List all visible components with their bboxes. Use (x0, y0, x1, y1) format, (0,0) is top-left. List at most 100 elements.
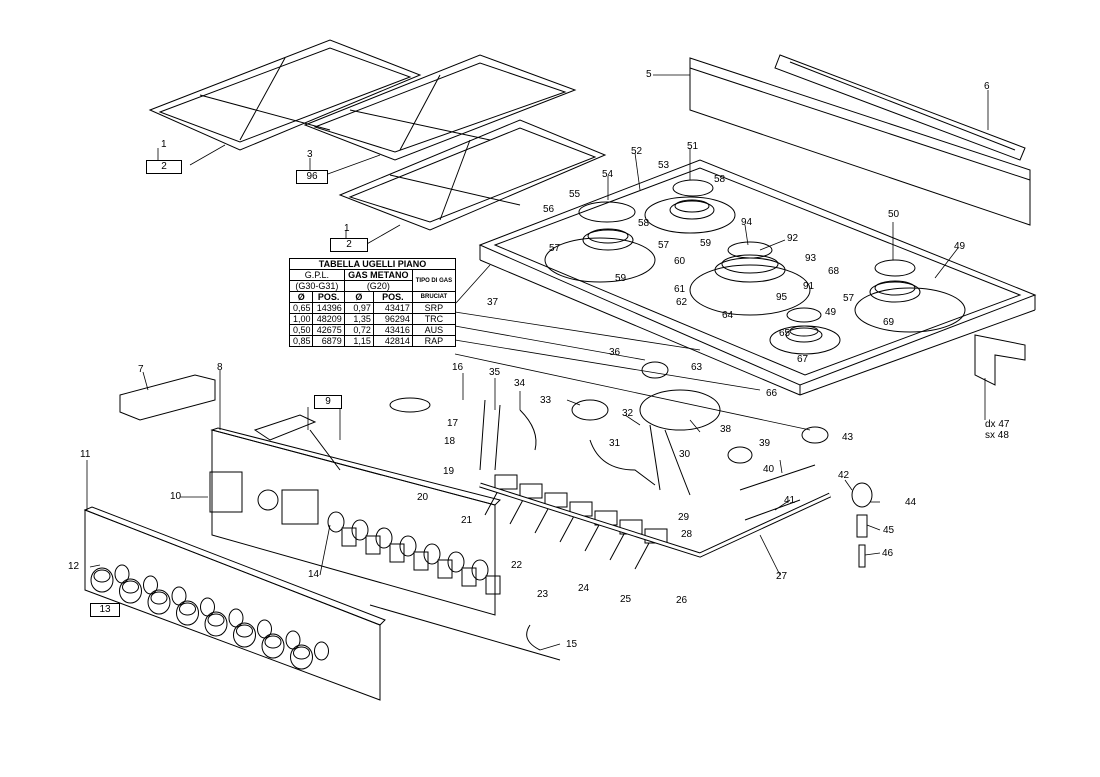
part-label: 24 (578, 583, 590, 594)
part-label: 61 (674, 284, 686, 295)
part-label: 35 (489, 367, 501, 378)
cell: 96294 (372, 313, 413, 325)
part-label: 45 (883, 525, 895, 536)
part-label: 52 (631, 146, 643, 157)
tipo-header: TIPO DI GAS (411, 269, 457, 292)
control-panel (209, 427, 501, 616)
rear-panel (689, 57, 1031, 226)
knob-bezel (314, 641, 329, 661)
part-label: 66 (766, 388, 778, 399)
cell: AUS (411, 324, 457, 336)
cell: 0,50 (288, 324, 314, 336)
pan-support-right (338, 119, 607, 231)
part-label-sx: sx 48 (985, 430, 1009, 441)
cell: 6879 (312, 335, 345, 347)
part-label: 41 (784, 495, 796, 506)
valve-stem (609, 533, 625, 561)
part-label: 54 (602, 169, 614, 180)
valve-stem (484, 488, 500, 516)
gas-valve (519, 483, 543, 499)
knob (290, 644, 313, 670)
part-label: 42 (838, 470, 850, 481)
knob-bezel (257, 619, 272, 639)
part-label: 6 (984, 81, 990, 92)
part-label: 92 (787, 233, 799, 244)
knob-cap (293, 646, 310, 660)
cell: 42675 (312, 324, 345, 336)
part-label: 15 (566, 639, 578, 650)
part-label: 31 (609, 438, 621, 449)
part-label: 34 (514, 378, 526, 389)
part-label: 28 (681, 529, 693, 540)
bruciat-header: BRUCIAT (411, 291, 457, 303)
valve-stem (584, 524, 600, 552)
col-pos: POS. (312, 291, 345, 303)
part-label: 46 (882, 548, 894, 559)
knob-bezel (143, 575, 158, 595)
part-label: 67 (797, 354, 809, 365)
part-label: 30 (679, 449, 691, 460)
part-label: 17 (447, 418, 459, 429)
knob-bezel (200, 597, 215, 617)
part-label: 62 (676, 297, 688, 308)
knob (233, 622, 256, 648)
part-label: 3 (307, 149, 313, 160)
side-bracket (974, 334, 1026, 386)
cell: 42814 (372, 335, 413, 347)
part-label: 94 (741, 217, 753, 228)
nozzle-table: TABELLA UGELLI PIANO G.P.L. GAS METANO T… (288, 258, 457, 347)
knob-hole (327, 511, 345, 533)
valve-stem (559, 515, 575, 543)
table-title: TABELLA UGELLI PIANO (289, 258, 456, 270)
part-label: 37 (487, 297, 499, 308)
knob-hole (471, 559, 489, 581)
part-label: 11 (80, 449, 91, 460)
valve-stem (534, 506, 550, 534)
metano-sub: (G20) (343, 280, 413, 292)
knob-bezel (228, 608, 244, 628)
cell: 1,35 (343, 313, 374, 325)
part-label: 57 (549, 243, 561, 254)
part-label: 93 (805, 253, 817, 264)
cell: 0,85 (288, 335, 314, 347)
knob-cap (122, 580, 139, 594)
col-diam: Ø (343, 291, 374, 303)
cell: 43417 (372, 302, 413, 314)
part-label: 5 (646, 69, 652, 80)
pan-support-middle (303, 54, 577, 161)
injector-assemblies (571, 361, 873, 568)
part-label: 59 (615, 273, 627, 284)
knob-cap (207, 613, 225, 627)
part-label: 68 (828, 266, 840, 277)
part-label-boxed: 96 (296, 170, 328, 184)
leader-lines (86, 74, 989, 651)
part-label: 10 (170, 491, 182, 502)
cell: 14396 (312, 302, 345, 314)
part-label: 95 (776, 292, 788, 303)
burners (578, 179, 921, 343)
part-label: 49 (954, 241, 966, 252)
valve-stem (509, 497, 525, 525)
part-label: 55 (569, 189, 581, 200)
part-label: 33 (540, 395, 552, 406)
knob (261, 633, 285, 659)
part-label: 58 (714, 174, 726, 185)
part-label: 22 (511, 560, 523, 571)
panel-slot (461, 567, 477, 587)
part-label-dx: dx 47 (985, 419, 1010, 430)
table-row: 0,65 14396 0,97 43417 SRP (288, 302, 457, 314)
table-row: 0,50 42675 0,72 43416 AUS (288, 324, 457, 336)
cell: 0,65 (288, 302, 314, 314)
knob-cap (264, 635, 282, 649)
part-label: 23 (537, 589, 549, 600)
knob (119, 578, 142, 604)
part-label: 51 (687, 141, 699, 152)
knob (90, 567, 114, 593)
cell: 0,97 (343, 302, 374, 314)
knob-cap (93, 569, 111, 583)
part-label: 16 (452, 362, 464, 373)
knob-hole (447, 551, 465, 573)
knob-hole (399, 535, 417, 557)
part-label: 44 (905, 497, 917, 508)
